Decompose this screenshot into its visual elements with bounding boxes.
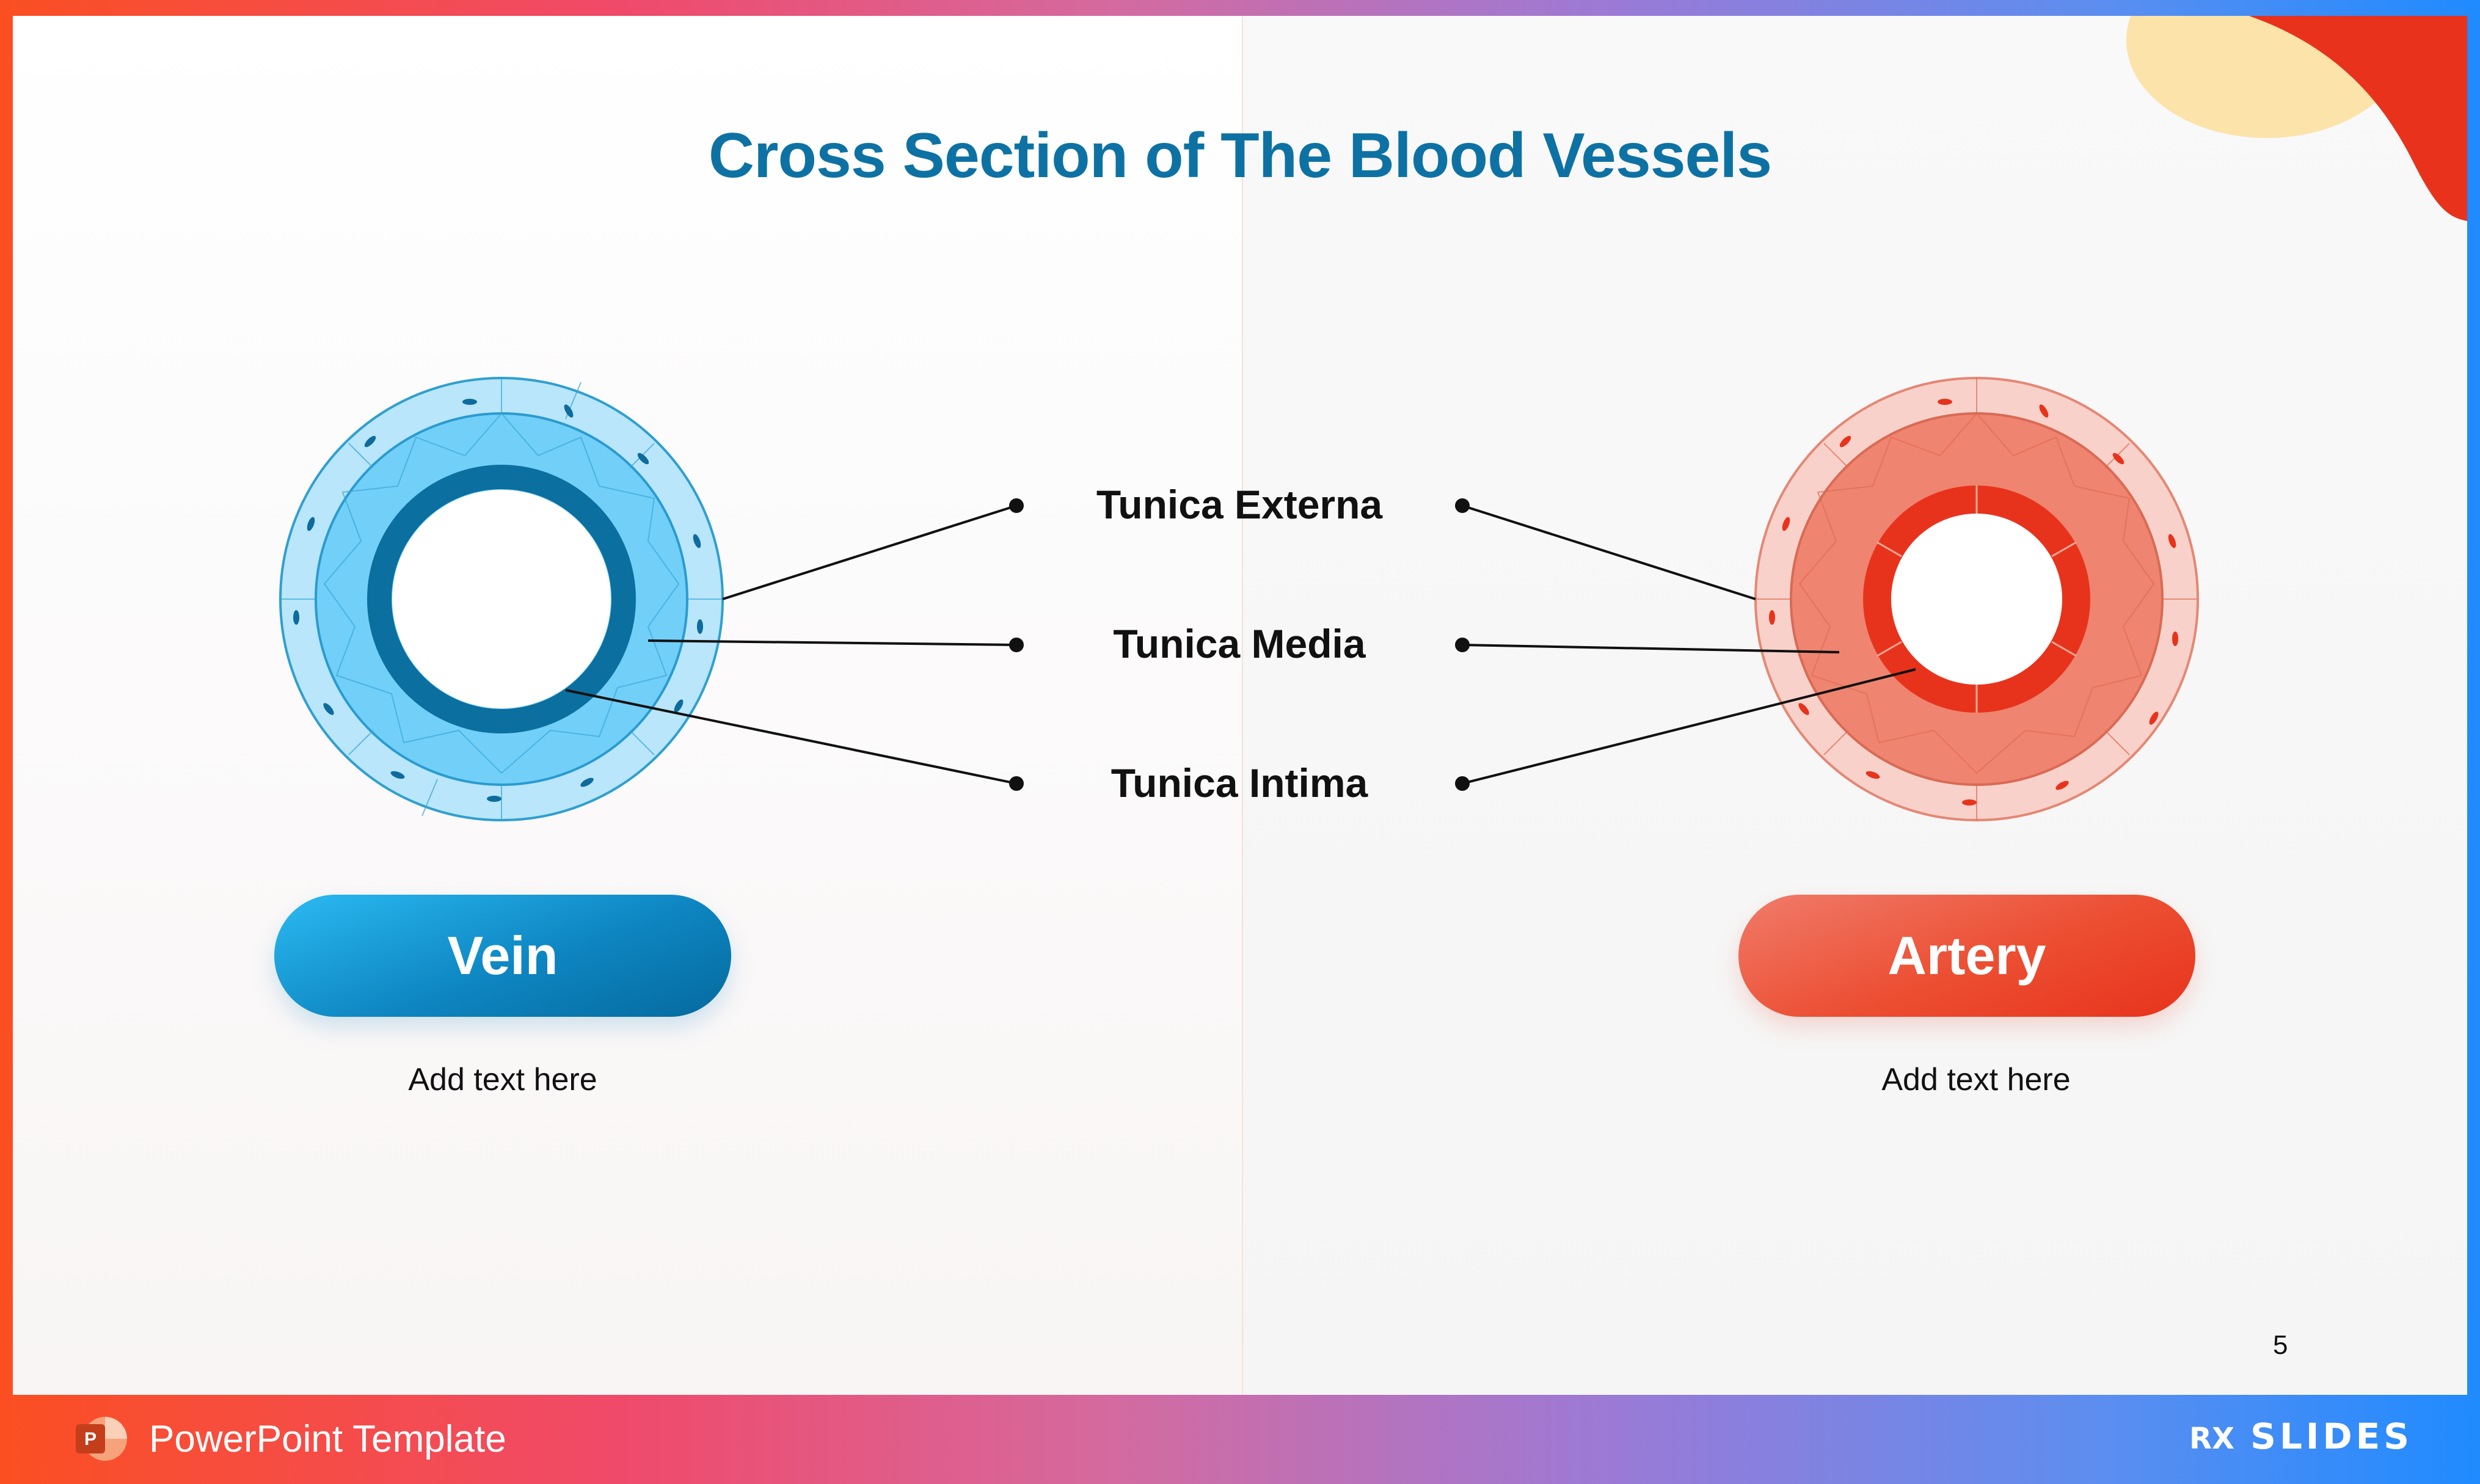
corner-blob-red [2248, 16, 2467, 221]
label-tunica-media: Tunica Media [1113, 621, 1366, 666]
vein-nuclei [293, 399, 703, 802]
artery-media-connector [1462, 644, 1840, 653]
artery-intima-segments [1876, 486, 2077, 713]
vein-tunica-intima [367, 465, 636, 733]
page-number: 5 [2273, 1330, 2288, 1360]
label-tunica-intima: Tunica Intima [1111, 760, 1368, 806]
label-tunica-externa: Tunica Externa [1096, 482, 1383, 527]
artery-intima-connector [1462, 668, 1916, 785]
slide: Cross Section of The Blood Vessels [13, 16, 2467, 1395]
vein-intima-connector [565, 689, 1017, 785]
connector-dots [1009, 498, 1470, 791]
svg-text:P: P [84, 1429, 97, 1449]
vein-lumen [392, 490, 611, 708]
vein-texture [282, 378, 721, 820]
page-title: Cross Section of The Blood Vessels [708, 120, 1772, 191]
brand-name: SLIDES [2250, 1416, 2413, 1457]
vein-media-connector [647, 639, 1017, 646]
artery-caption: Add text here [1881, 1062, 2071, 1097]
rx-slides-logo: RX SLIDES [2189, 1416, 2413, 1457]
corner-decoration [2126, 16, 2467, 221]
vein-cross-section [279, 377, 724, 821]
artery-nuclei [1769, 399, 2178, 806]
artery-label-pill: Artery [1738, 895, 2195, 1017]
connector-lines [565, 504, 1916, 785]
footer-template: P PowerPoint Template [73, 1414, 506, 1463]
footer-template-label: PowerPoint Template [149, 1417, 506, 1460]
brand-prefix: RX [2189, 1422, 2234, 1456]
powerpoint-icon: P [76, 1417, 127, 1461]
artery-texture [1757, 378, 2197, 820]
vein-caption: Add text here [408, 1062, 597, 1097]
vessel-diagram [279, 377, 2199, 821]
vein-label-pill: Vein [274, 895, 731, 1017]
artery-lumen [1891, 514, 2062, 685]
vein-externa-connector [722, 504, 1017, 600]
artery-externa-connector [1462, 504, 1756, 600]
artery-cross-section [1754, 377, 2199, 821]
